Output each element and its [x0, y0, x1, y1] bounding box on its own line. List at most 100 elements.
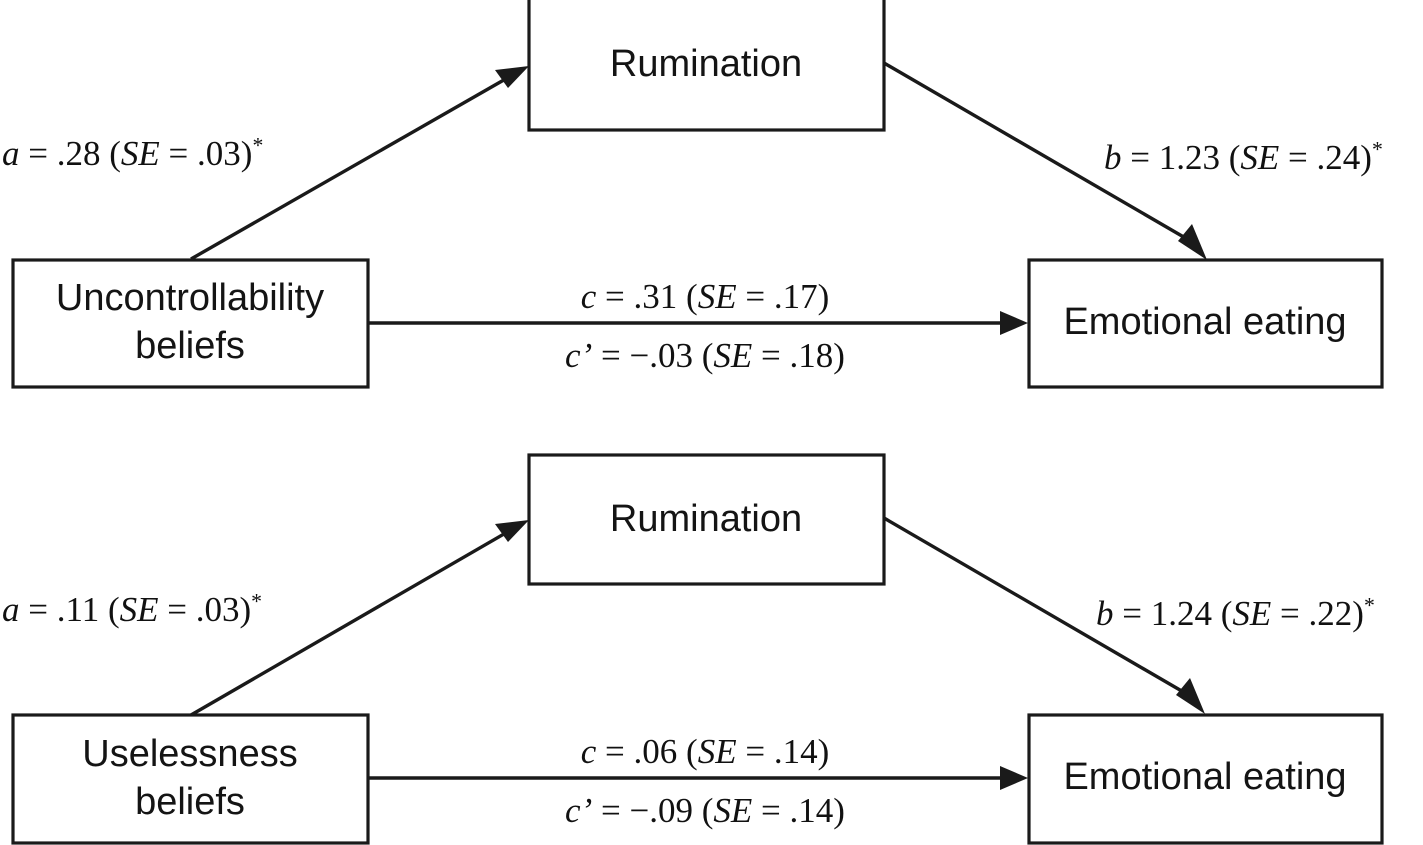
path-c-prime-label-panel1: c’ = −.03 (SE = .18) [470, 338, 940, 373]
path-a-paren-close-panel1: ) [240, 134, 253, 173]
node-predictor-label-line1-panel2: Uselessness [82, 733, 297, 775]
path-b-paren-open-panel2: ( [1212, 594, 1233, 633]
path-c-prime-text-panel2: c’ = −.09 (SE = .14) [565, 793, 845, 828]
path-c-equals-panel2: = [605, 732, 634, 771]
path-b-symbol-panel2: b [1096, 594, 1114, 633]
path-c-symbol-panel2: c [580, 732, 597, 771]
path-c-estimate-panel1: .31 [633, 277, 678, 316]
path-c-prime-equals-panel2: = [601, 791, 630, 830]
path-b-line-panel2 [883, 516, 1193, 699]
path-c-prime-se-panel1: .18 [789, 336, 834, 375]
path-c-prime-se-panel2: .14 [789, 791, 834, 830]
path-b-estimate-panel2: 1.24 [1150, 594, 1212, 633]
path-b-se-panel1: .24 [1316, 138, 1361, 177]
path-a-paren-close-panel2: ) [239, 590, 252, 629]
node-predictor-panel1[interactable] [11, 258, 370, 389]
path-c-prime-label-panel2: c’ = −.09 (SE = .14) [470, 793, 940, 828]
node-rumination-label-panel2: Rumination [610, 498, 802, 540]
path-c-prime-se-label-panel2: SE [713, 791, 753, 830]
path-c-text-panel2: c = .06 (SE = .14) [581, 734, 830, 769]
path-a-equals-panel1: = [28, 134, 57, 173]
path-b-arrowhead-panel2 [1176, 678, 1205, 714]
path-c-text-panel1: c = .31 (SE = .17) [581, 279, 830, 314]
path-a-se-equals-panel1: = [159, 134, 198, 173]
path-c-prime-se-equals-panel1: = [752, 336, 790, 375]
path-c-se-label-panel2: SE [697, 732, 737, 771]
path-a-label-panel1: a = .28 (SE = .03)* [2, 133, 264, 173]
path-a-paren-open-panel2: ( [99, 590, 120, 629]
path-a-label-panel2: a = .11 (SE = .03)* [2, 589, 262, 629]
path-c-prime-estimate-panel2: −.09 [629, 791, 694, 830]
path-c-prime-se-label-panel1: SE [713, 336, 753, 375]
node-predictor-label-line2-panel1: beliefs [135, 325, 245, 367]
path-a-se-label-panel1: SE [120, 134, 160, 173]
path-a-line-panel1 [190, 71, 517, 261]
path-a-se-equals-panel2: = [158, 590, 196, 629]
path-b-significance-star-panel1: * [1371, 137, 1383, 162]
node-rumination-label-panel1: Rumination [610, 43, 802, 85]
path-b-se-panel2: .22 [1308, 594, 1353, 633]
path-c-prime-estimate-panel1: −.03 [629, 336, 694, 375]
node-predictor-label-line2-panel2: beliefs [135, 781, 245, 823]
path-b-se-equals-panel1: = [1279, 138, 1317, 177]
path-c-se-label-panel1: SE [697, 277, 737, 316]
path-c-paren-close-panel2: ) [817, 732, 830, 771]
path-c-paren-close-panel1: ) [817, 277, 830, 316]
path-c-arrowhead-panel2 [1000, 766, 1028, 790]
path-b-se-label-panel2: SE [1232, 594, 1272, 633]
path-c-prime-paren-open-panel1: ( [693, 336, 714, 375]
path-a-arrowhead-panel1 [495, 66, 529, 88]
path-a-equals-panel2: = [28, 590, 57, 629]
node-outcome-label-panel2: Emotional eating [1063, 756, 1346, 798]
node-rumination-panel1[interactable] [527, 0, 886, 132]
path-c-prime-paren-close-panel2: ) [833, 791, 845, 830]
path-c-se-panel2: .14 [773, 732, 818, 771]
path-b-equals-panel2: = [1122, 594, 1151, 633]
path-c-prime-symbol-panel2: c’ [565, 791, 593, 830]
path-b-label-panel1: b = 1.23 (SE = .24)* [1104, 137, 1383, 177]
path-a-estimate-panel2: .11 [56, 590, 100, 629]
path-c-prime-paren-open-panel2: ( [693, 791, 714, 830]
path-c-paren-open-panel1: ( [677, 277, 698, 316]
path-c-symbol-panel1: c [580, 277, 597, 316]
path-a-symbol-panel1: a [2, 134, 20, 173]
path-c-prime-text-panel1: c’ = −.03 (SE = .18) [565, 338, 845, 373]
path-a-se-label-panel2: SE [119, 590, 159, 629]
path-a-se-panel1: .03 [197, 134, 241, 173]
path-b-label-panel2: b = 1.24 (SE = .22)* [1096, 593, 1375, 633]
path-b-se-equals-panel2: = [1271, 594, 1309, 633]
path-c-label-panel1: c = .31 (SE = .17) [470, 279, 940, 314]
path-a-symbol-panel2: a [2, 590, 20, 629]
path-a-paren-open-panel1: ( [100, 134, 121, 173]
node-rumination-panel2[interactable] [527, 453, 886, 586]
path-b-symbol-panel1: b [1104, 138, 1122, 177]
path-a-arrowhead-panel2 [495, 520, 529, 542]
path-c-paren-open-panel2: ( [677, 732, 698, 771]
path-a-significance-star-panel2: * [251, 589, 262, 614]
path-b-paren-close-panel2: ) [1352, 594, 1364, 633]
path-a-significance-star-panel1: * [252, 133, 264, 158]
path-c-se-equals-panel2: = [736, 732, 774, 771]
path-a-line-panel2 [190, 525, 517, 717]
path-b-significance-star-panel2: * [1363, 593, 1375, 618]
path-c-label-panel2: c = .06 (SE = .14) [470, 734, 940, 769]
path-a-se-panel2: .03 [195, 590, 240, 629]
path-c-prime-symbol-panel1: c’ [565, 336, 593, 375]
node-outcome-panel2[interactable] [1027, 713, 1384, 845]
path-c-prime-paren-close-panel1: ) [833, 336, 845, 375]
path-b-paren-open-panel1: ( [1220, 138, 1241, 177]
path-b-se-label-panel1: SE [1240, 138, 1280, 177]
path-c-se-equals-panel1: = [736, 277, 774, 316]
path-c-arrowhead-panel1 [1000, 311, 1028, 335]
path-b-estimate-panel1: 1.23 [1158, 138, 1220, 177]
path-c-prime-se-equals-panel2: = [752, 791, 790, 830]
path-b-equals-panel1: = [1130, 138, 1159, 177]
path-c-equals-panel1: = [605, 277, 634, 316]
path-b-paren-close-panel1: ) [1360, 138, 1372, 177]
node-predictor-panel2[interactable] [11, 713, 370, 845]
path-c-estimate-panel2: .06 [633, 732, 678, 771]
node-outcome-panel1[interactable] [1027, 258, 1384, 389]
path-c-prime-equals-panel1: = [601, 336, 630, 375]
